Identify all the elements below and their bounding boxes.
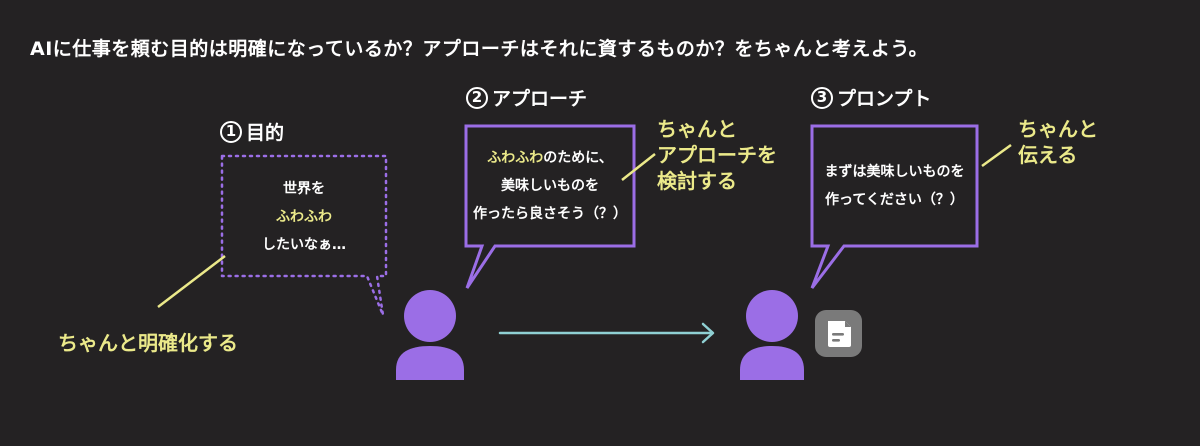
step-1-heading: 1 目的 <box>220 118 284 145</box>
bubble-3-line: 作ってください（？） <box>825 192 964 208</box>
person-icon <box>396 290 464 380</box>
bubble-2-text: ふわふわのために、 美味しいものを 作ったら良さそう（？） <box>466 144 634 228</box>
step-1-number: 1 <box>220 120 242 143</box>
arrow-right-icon <box>498 322 715 344</box>
note-2: ちゃんと アプローチを 検討する <box>657 116 777 194</box>
page-title: AIに仕事を頼む目的は明確になっているか？アプローチはそれに資するものか？をちゃ… <box>30 38 929 60</box>
bubble-1-line: 世界を <box>283 181 325 197</box>
document-icon <box>815 310 862 357</box>
thought-bubble-1 <box>220 154 388 317</box>
note-2-line: アプローチを <box>657 143 777 167</box>
bubble-3-text: まずは美味しいものを 作ってください（？） <box>812 158 977 214</box>
note-pointer-2 <box>621 153 656 181</box>
step-2-heading: 2 アプローチ <box>466 84 587 111</box>
note-2-line: ちゃんと <box>657 117 737 141</box>
bubble-3-line: まずは美味しいものを <box>824 164 965 180</box>
bubble-1-line: したいなぁ… <box>262 237 346 253</box>
bubble-2-line: ふわふわのために、 <box>466 144 634 172</box>
note-2-line: 検討する <box>657 169 737 193</box>
speech-bubble-2 <box>464 124 636 289</box>
bubble-2-line-rest: のために、 <box>543 150 613 166</box>
note-3-line: 伝える <box>1018 143 1078 167</box>
note-pointer-1 <box>157 255 226 308</box>
bubble-2-accent-word: ふわふわ <box>487 150 544 166</box>
step-1-label: 目的 <box>246 122 285 144</box>
bubble-1-text: 世界を ふわふわ したいなぁ… <box>222 175 386 259</box>
bubble-2-line: 作ったら良さそう（？） <box>473 206 627 222</box>
step-2-label: アプローチ <box>492 88 588 110</box>
note-3: ちゃんと 伝える <box>1018 116 1098 168</box>
person-icon <box>740 290 804 380</box>
step-2-number: 2 <box>466 86 488 109</box>
speech-bubble-3 <box>810 124 979 289</box>
note-3-line: ちゃんと <box>1018 117 1098 141</box>
step-3-heading: 3 プロンプト <box>811 84 931 111</box>
note-1: ちゃんと明確化する <box>58 331 238 355</box>
step-3-label: プロンプト <box>837 88 932 110</box>
bubble-2-line: 美味しいものを <box>501 178 599 194</box>
note-pointer-3 <box>981 143 1012 168</box>
bubble-1-line-accent: ふわふわ <box>276 209 332 225</box>
step-3-number: 3 <box>811 86 833 109</box>
